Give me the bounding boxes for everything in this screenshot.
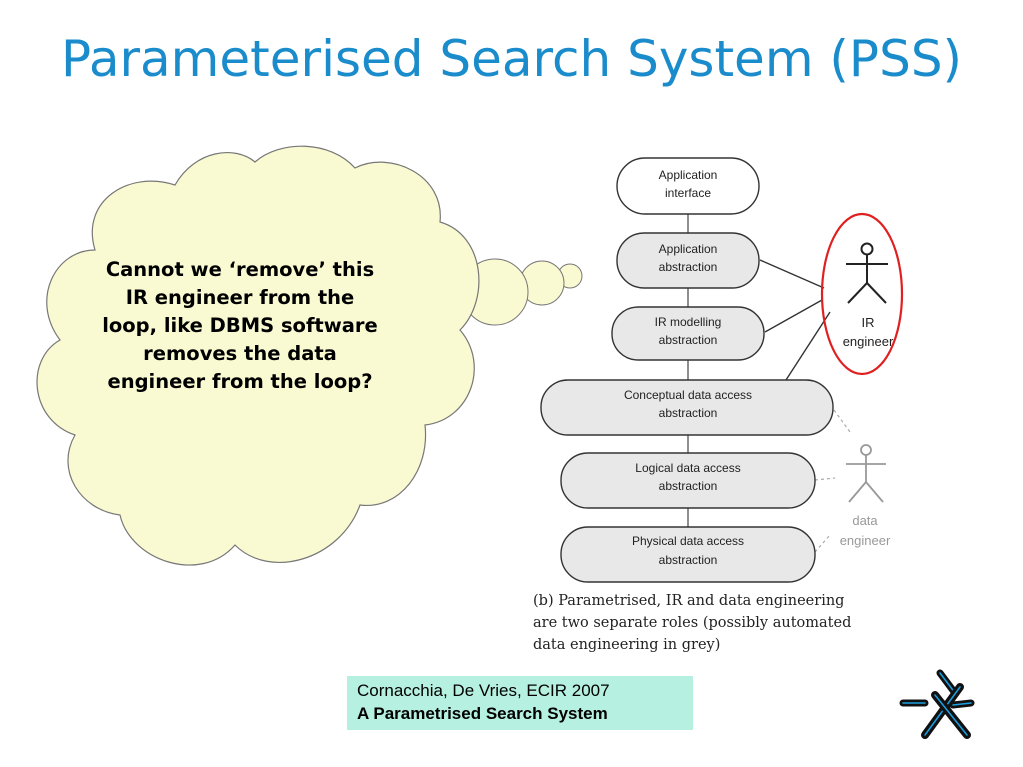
ir-engineer-figure — [846, 242, 888, 304]
reference-box: Cornacchia, De Vries, ECIR 2007 A Parame… — [347, 676, 693, 730]
slide-title: Parameterised Search System (PSS) — [60, 30, 963, 88]
diagram-caption: (b) Parametrised, IR and data engineerin… — [533, 590, 913, 656]
ir-engineer-label-line2: engineer — [843, 334, 894, 349]
layer-label-line2: abstraction — [659, 333, 718, 347]
caption-line-1: (b) Parametrised, IR and data engineerin… — [533, 593, 845, 609]
layer-label-line1: Conceptual data access — [624, 388, 752, 402]
caption-line-3: data engineering in grey) — [533, 637, 721, 653]
layer-label-line1: Application — [659, 242, 718, 256]
layer-logical-data: Logical data access abstraction — [560, 452, 816, 509]
layer-label-line2: abstraction — [659, 406, 718, 420]
layer-label-line1: Application — [659, 168, 718, 182]
ir-engineer-label-line1: IR — [862, 315, 875, 330]
data-engineer-figure — [846, 444, 886, 503]
layer-physical-data: Physical data access abstraction — [560, 526, 816, 583]
caption-line-2: are two separate roles (possibly automat… — [533, 615, 852, 631]
layer-label-line1: Physical data access — [632, 534, 744, 548]
layer-app-abstraction: Application abstraction — [616, 232, 760, 289]
layer-label-line2: abstraction — [659, 553, 718, 567]
thought-bubble-text: Cannot we ‘remove’ this IR engineer from… — [102, 258, 378, 393]
layer-label-line2: abstraction — [659, 479, 718, 493]
title-area: Parameterised Search System (PSS) — [0, 0, 1023, 142]
layer-ir-modelling: IR modelling abstraction — [611, 306, 765, 361]
layer-label-line2: abstraction — [659, 260, 718, 274]
institution-logo — [899, 669, 975, 739]
layer-label-line1: Logical data access — [635, 461, 740, 475]
ir-engineer-connectors — [759, 259, 831, 381]
layer-conceptual-data: Conceptual data access abstraction — [540, 379, 834, 436]
reference-paper-title: A Parametrised Search System — [357, 704, 608, 723]
ir-engineer-highlight — [820, 212, 904, 376]
layer-app-interface: Application interface — [616, 157, 760, 215]
layer-label-line1: IR modelling — [655, 315, 722, 329]
data-engineer-label-line1: data — [852, 513, 878, 528]
reference-authors: Cornacchia, De Vries, ECIR 2007 — [357, 681, 610, 700]
layer-label-line2: interface — [665, 186, 711, 200]
data-engineer-label-line2: engineer — [840, 533, 891, 548]
data-engineer-connectors — [814, 409, 851, 553]
thought-bubble-cloud — [36, 145, 480, 566]
